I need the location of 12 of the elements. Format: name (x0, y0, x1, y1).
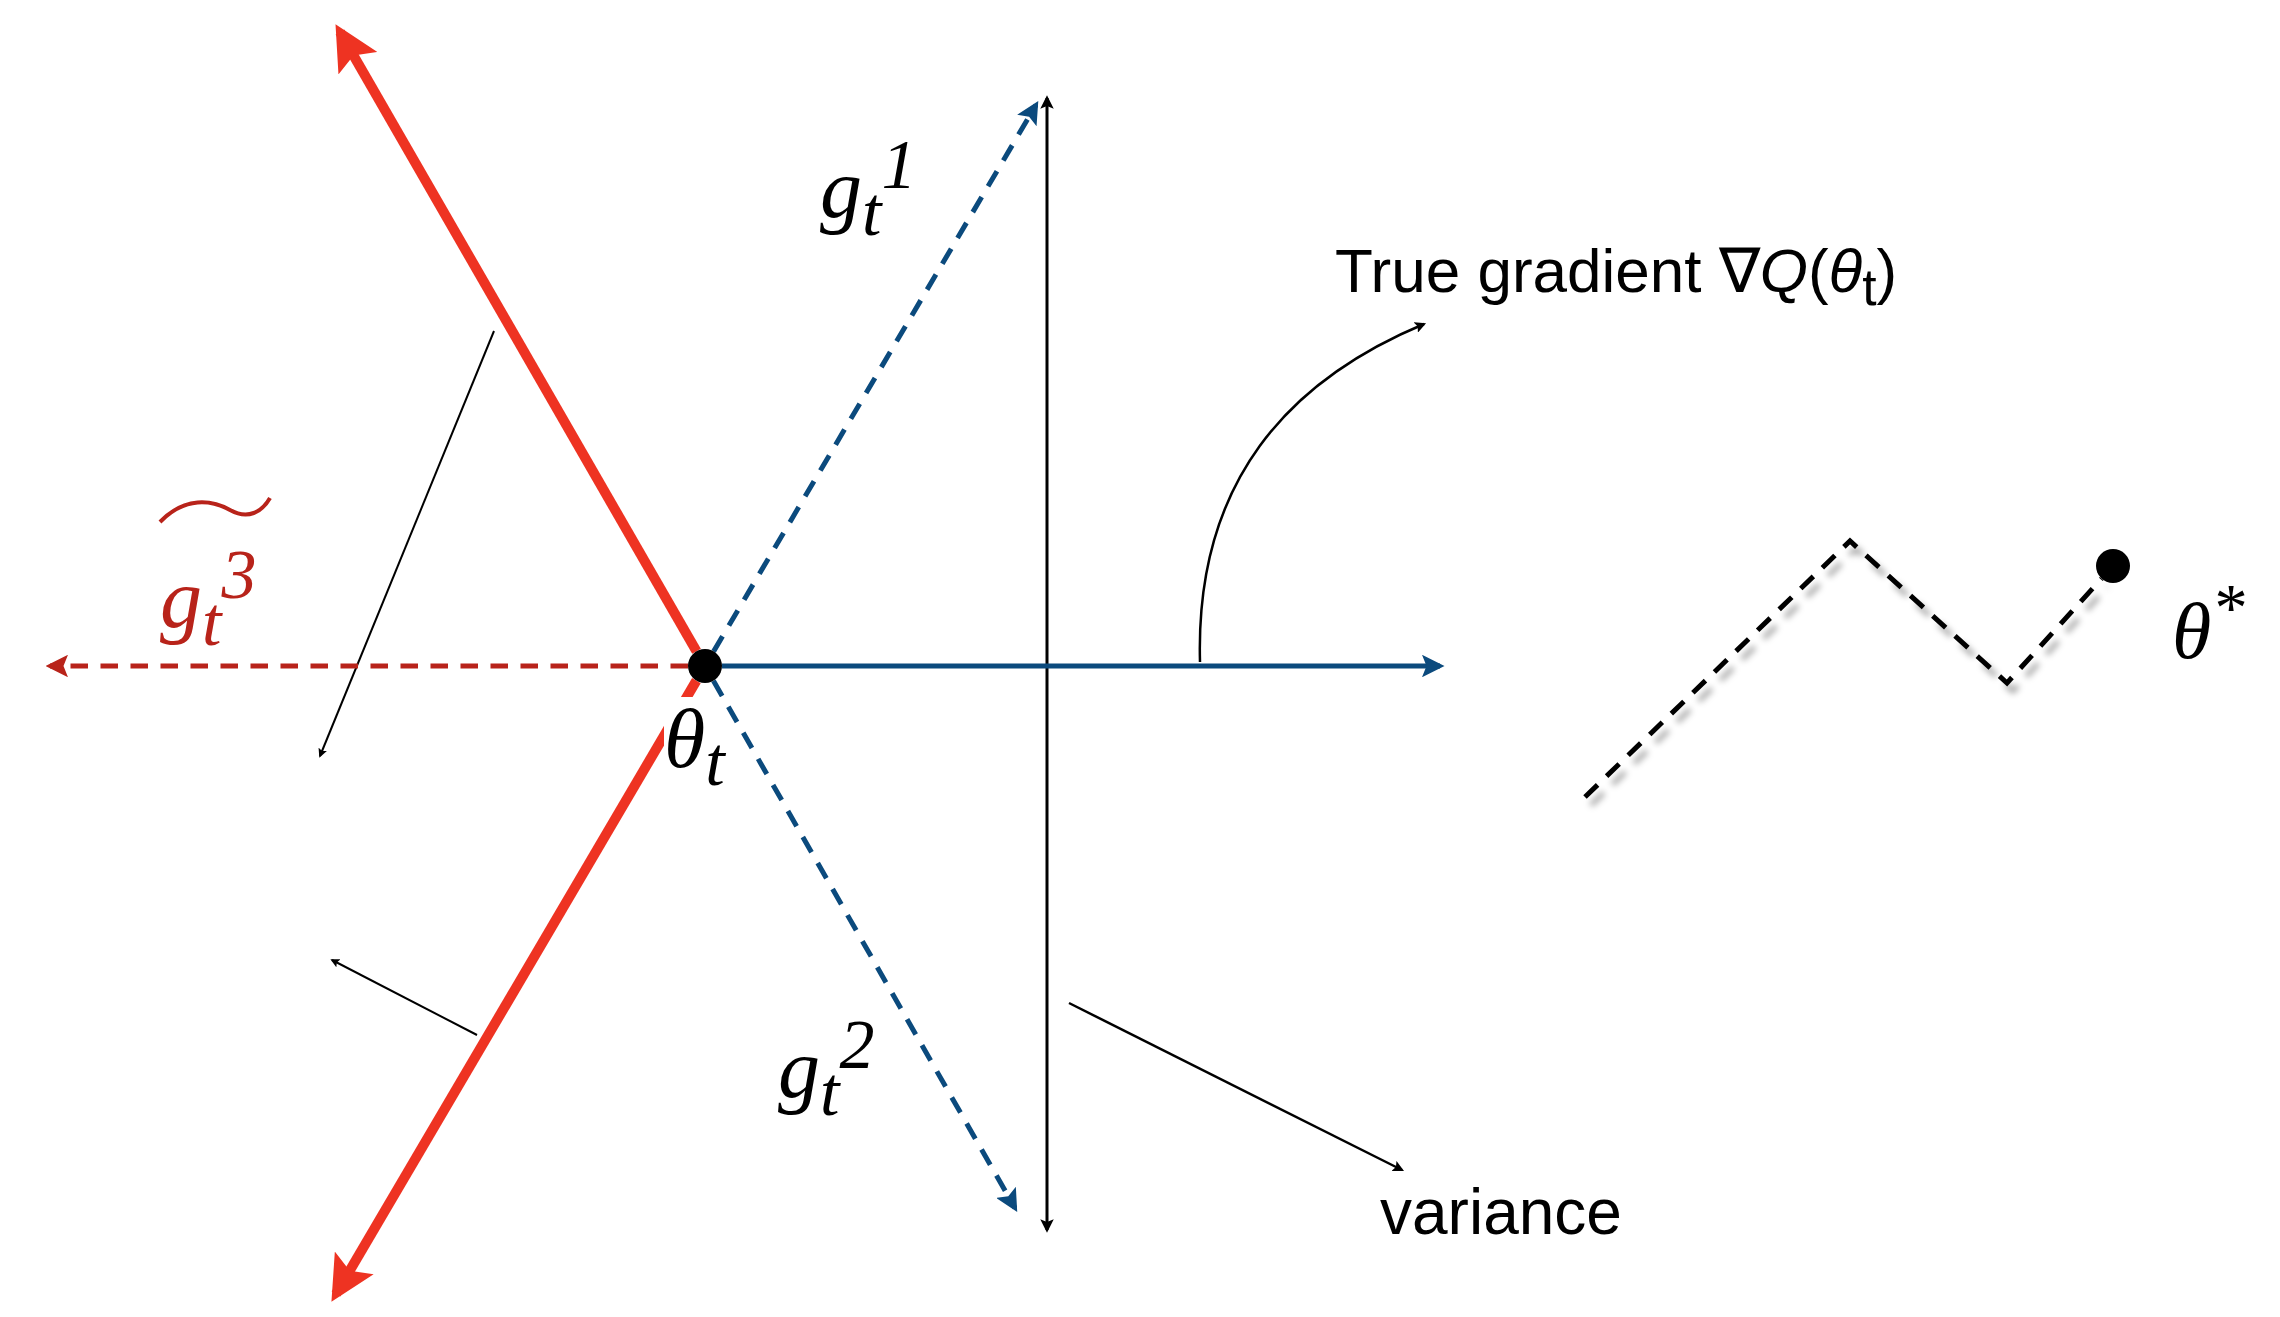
leader-line (1198, 322, 1427, 663)
arrow (722, 654, 1445, 678)
leader-line (1068, 1001, 1404, 1172)
arrow (45, 654, 688, 678)
callout-text: variance (1380, 1180, 1622, 1244)
arrow (331, 678, 701, 1302)
arrow (711, 101, 1039, 653)
arrow (335, 24, 701, 654)
point-label: θ$^{*}$ (2172, 575, 2245, 671)
callout-text: True gradient ∇Q(θ$_{t}$) (1335, 240, 1898, 315)
arrow (711, 679, 1018, 1212)
path-line (1583, 537, 2104, 799)
